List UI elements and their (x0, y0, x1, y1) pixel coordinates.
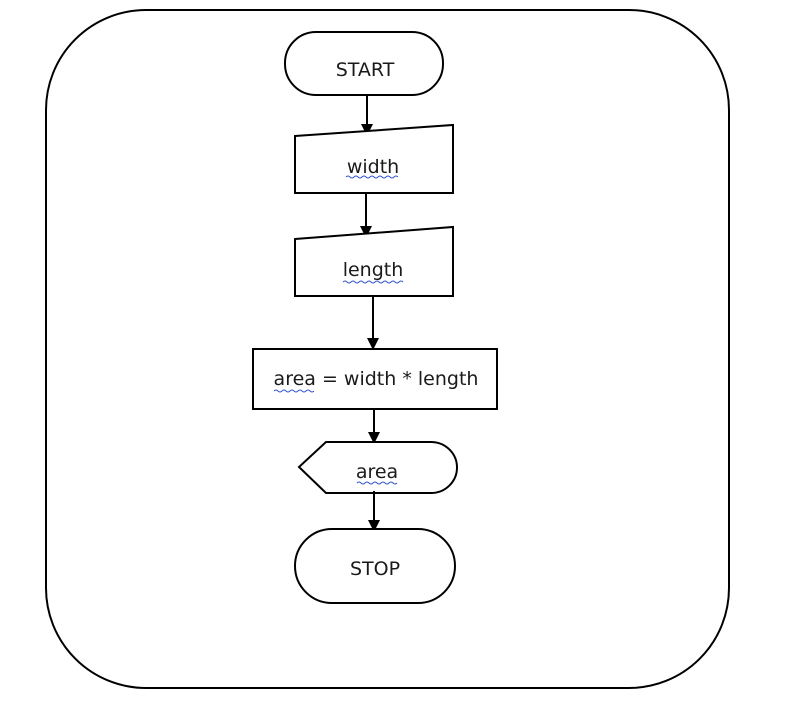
length-label: length (343, 259, 404, 281)
input-width: width (294, 123, 454, 194)
start-terminator: START (284, 31, 444, 96)
stop-label: STOP (350, 558, 400, 580)
process-label-expression: = width * length (316, 368, 479, 390)
width-label: width (347, 156, 399, 178)
output-area: area (297, 441, 458, 494)
spellcheck-underline (342, 280, 404, 284)
arrow-process-to-output (368, 409, 380, 444)
spellcheck-underline (345, 175, 399, 179)
spellcheck-underline (273, 389, 315, 393)
spellcheck-underline (356, 481, 398, 485)
input-length: length (294, 225, 454, 297)
process-label: area = width * length (274, 368, 479, 390)
stop-terminator: STOP (294, 528, 456, 604)
start-label: START (336, 59, 395, 81)
arrow-width-to-length (360, 194, 372, 238)
process-area-calculation: area = width * length (252, 348, 498, 410)
output-label: area (356, 461, 398, 483)
arrow-output-to-stop (368, 491, 380, 532)
process-label-variable: area (274, 368, 316, 390)
arrow-length-to-process (367, 296, 379, 350)
